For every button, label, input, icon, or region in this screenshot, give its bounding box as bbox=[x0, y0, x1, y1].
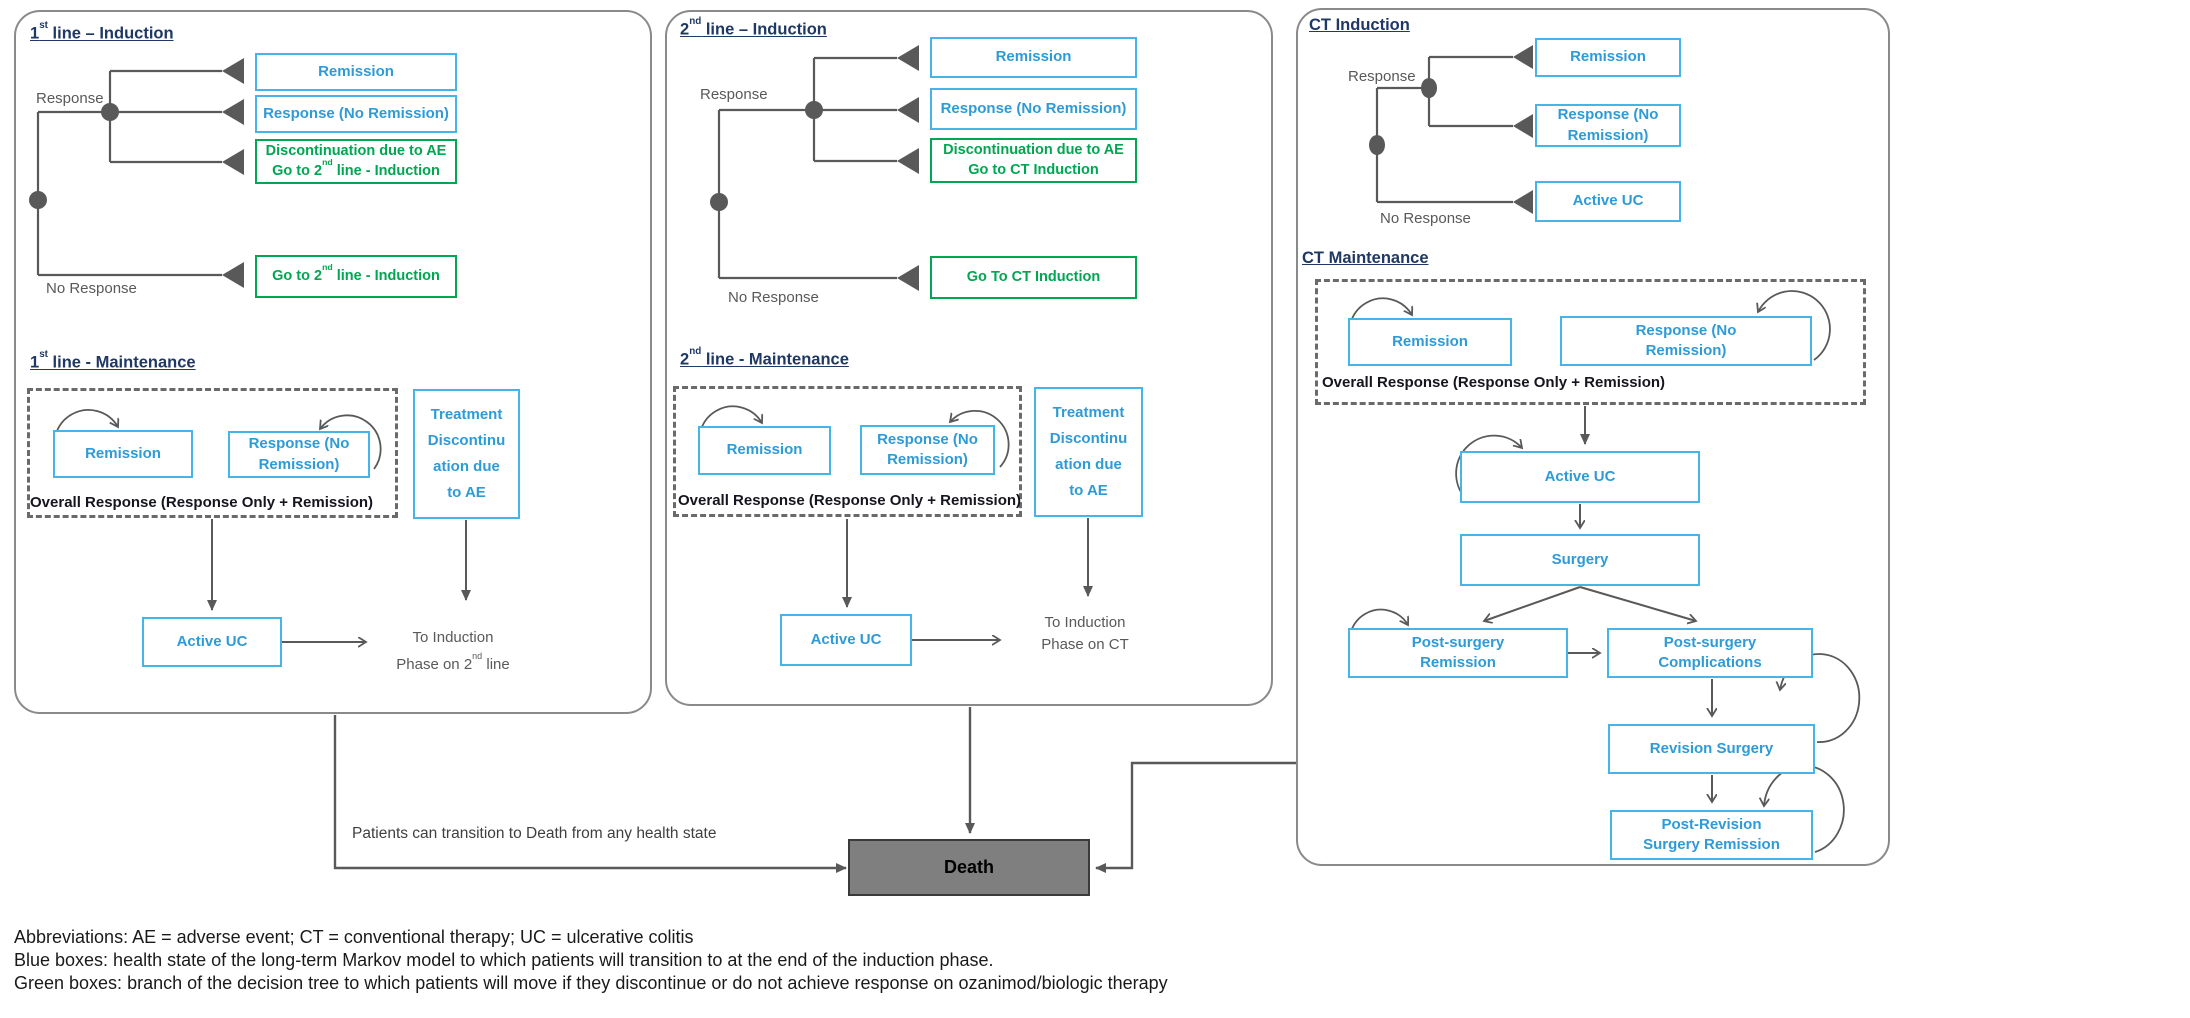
panel-second-line bbox=[665, 10, 1273, 706]
state-box-post-revision-surgery-remission: Post-Revision Surgery Remission bbox=[1610, 810, 1813, 860]
first-line-induction-title: 1st line – Induction bbox=[30, 19, 174, 43]
panel-conventional-therapy bbox=[1296, 8, 1890, 866]
state-box-active-uc: Active UC bbox=[142, 617, 282, 667]
state-box-remission: Remission bbox=[930, 37, 1137, 78]
death-transition-note: Patients can transition to Death from an… bbox=[352, 825, 717, 842]
state-box-active-uc-outcome: Active UC bbox=[1535, 181, 1681, 222]
no-response-branch-label: No Response bbox=[46, 280, 137, 297]
branch-box-discontinuation-ae: Discontinuation due to AE Go to CT Induc… bbox=[930, 138, 1137, 183]
branch-box-go-to-second-line: Go to 2nd line - Induction bbox=[255, 255, 457, 298]
state-box-maintenance-response-no-remission: Response (No Remission) bbox=[860, 425, 995, 475]
treatment-discontinuation-box: Treatment Discontinu ation due to AE bbox=[413, 389, 520, 519]
state-box-maintenance-remission: Remission bbox=[1348, 318, 1512, 366]
first-line-maintenance-title: 1st line - Maintenance bbox=[30, 348, 196, 372]
figure-footnotes: Abbreviations: AE = adverse event; CT = … bbox=[14, 926, 1574, 995]
state-box-revision-surgery: Revision Surgery bbox=[1608, 724, 1815, 774]
second-line-induction-title: 2nd line – Induction bbox=[680, 15, 827, 39]
overall-response-label: Overall Response (Response Only + Remiss… bbox=[1322, 374, 1666, 391]
overall-response-label: Overall Response (Response Only + Remiss… bbox=[30, 494, 374, 511]
flow-arrows bbox=[207, 406, 1712, 802]
state-box-surgery: Surgery bbox=[1460, 534, 1700, 586]
state-box-post-surgery-remission: Post-surgery Remission bbox=[1348, 628, 1568, 678]
ct-induction-title: CT Induction bbox=[1309, 16, 1410, 34]
panel-first-line bbox=[14, 10, 652, 714]
state-box-response-no-remission: Response (No Remission) bbox=[255, 95, 457, 133]
chance-node-dots bbox=[29, 78, 1437, 211]
overall-response-label: Overall Response (Response Only + Remiss… bbox=[678, 492, 1022, 509]
state-box-maintenance-response-no-remission: Response (No Remission) bbox=[228, 431, 370, 478]
state-box-active-uc: Active UC bbox=[1460, 451, 1700, 503]
state-box-active-uc: Active UC bbox=[780, 614, 912, 666]
state-box-maintenance-response-no-remission: Response (No Remission) bbox=[1560, 316, 1812, 366]
branch-box-go-to-ct-induction: Go To CT Induction bbox=[930, 256, 1137, 299]
state-box-death: Death bbox=[848, 839, 1090, 896]
overall-response-group-box bbox=[1315, 279, 1866, 405]
state-box-remission: Remission bbox=[1535, 38, 1681, 77]
second-line-maintenance-title: 2nd line - Maintenance bbox=[680, 345, 849, 369]
state-box-maintenance-remission: Remission bbox=[698, 426, 831, 475]
treatment-discontinuation-box: Treatment Discontinu ation due to AE bbox=[1034, 387, 1143, 517]
footnote-green-boxes: Green boxes: branch of the decision tree… bbox=[14, 973, 1168, 993]
response-branch-label: Response bbox=[36, 90, 104, 107]
overall-response-group-box bbox=[27, 388, 398, 518]
state-box-response-no-remission: Response (No Remission) bbox=[1535, 104, 1681, 147]
state-box-response-no-remission: Response (No Remission) bbox=[930, 88, 1137, 130]
state-box-maintenance-remission: Remission bbox=[53, 430, 193, 478]
to-induction-ct-note: To Induction Phase on CT bbox=[1041, 614, 1129, 653]
terminal-node-triangle-icons bbox=[222, 45, 1533, 291]
response-branch-label: Response bbox=[1348, 68, 1416, 85]
overall-response-group-box bbox=[673, 386, 1022, 517]
footnote-blue-boxes: Blue boxes: health state of the long-ter… bbox=[14, 950, 994, 970]
to-induction-second-line-note: To Induction Phase on 2nd line bbox=[396, 629, 510, 673]
state-box-post-surgery-complications: Post-surgery Complications bbox=[1607, 628, 1813, 678]
death-connector-lines bbox=[333, 707, 1296, 873]
no-response-branch-label: No Response bbox=[1380, 210, 1471, 227]
state-box-remission: Remission bbox=[255, 53, 457, 91]
ct-maintenance-title: CT Maintenance bbox=[1302, 249, 1429, 267]
response-branch-label: Response bbox=[700, 86, 768, 103]
branch-box-discontinuation-ae: Discontinuation due to AE Go to 2nd line… bbox=[255, 139, 457, 184]
footnote-abbreviations: Abbreviations: AE = adverse event; CT = … bbox=[14, 927, 694, 947]
no-response-branch-label: No Response bbox=[728, 289, 819, 306]
